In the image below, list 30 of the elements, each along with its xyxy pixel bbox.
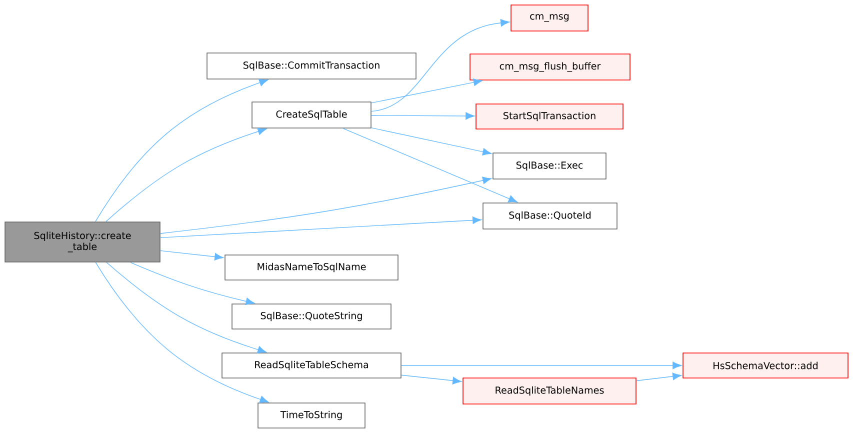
arrow	[401, 374, 462, 384]
function-box: SqlBase::CommitTransaction	[206, 52, 416, 80]
function-box: TimeToString	[258, 402, 366, 428]
arrow	[636, 372, 682, 382]
function-box: SqlBase::QuoteId	[482, 202, 618, 230]
function-box: StartSqlTransaction	[476, 104, 624, 130]
function-box: SqlBase::Exec	[492, 152, 606, 180]
arrow	[95, 79, 268, 222]
function-box: SqlBase::QuoteString	[232, 304, 392, 330]
arrow	[401, 362, 682, 370]
arrow	[106, 128, 267, 222]
arrow	[160, 216, 482, 238]
function-box: HsSchemaVector::add	[682, 352, 848, 378]
arrow	[130, 262, 255, 306]
function-box: MidasNameToSqlName	[224, 254, 398, 280]
arrow	[95, 262, 269, 403]
function-box: ReadSqliteTableNames	[462, 378, 636, 404]
function-box: cm_msg_flush_buffer	[470, 54, 630, 80]
arrow	[371, 127, 492, 156]
function-box: SqliteHistory::create _table	[4, 222, 160, 262]
arrow	[371, 78, 482, 104]
function-box: ReadSqliteTableSchema	[222, 352, 402, 378]
arrow	[160, 250, 224, 260]
arrow	[371, 112, 475, 120]
arrow	[160, 176, 492, 234]
arrow	[371, 19, 510, 112]
arrow	[106, 262, 267, 354]
arrow	[342, 128, 518, 202]
function-box: CreateSqlTable	[252, 102, 372, 128]
function-box: cm_msg	[510, 4, 588, 32]
